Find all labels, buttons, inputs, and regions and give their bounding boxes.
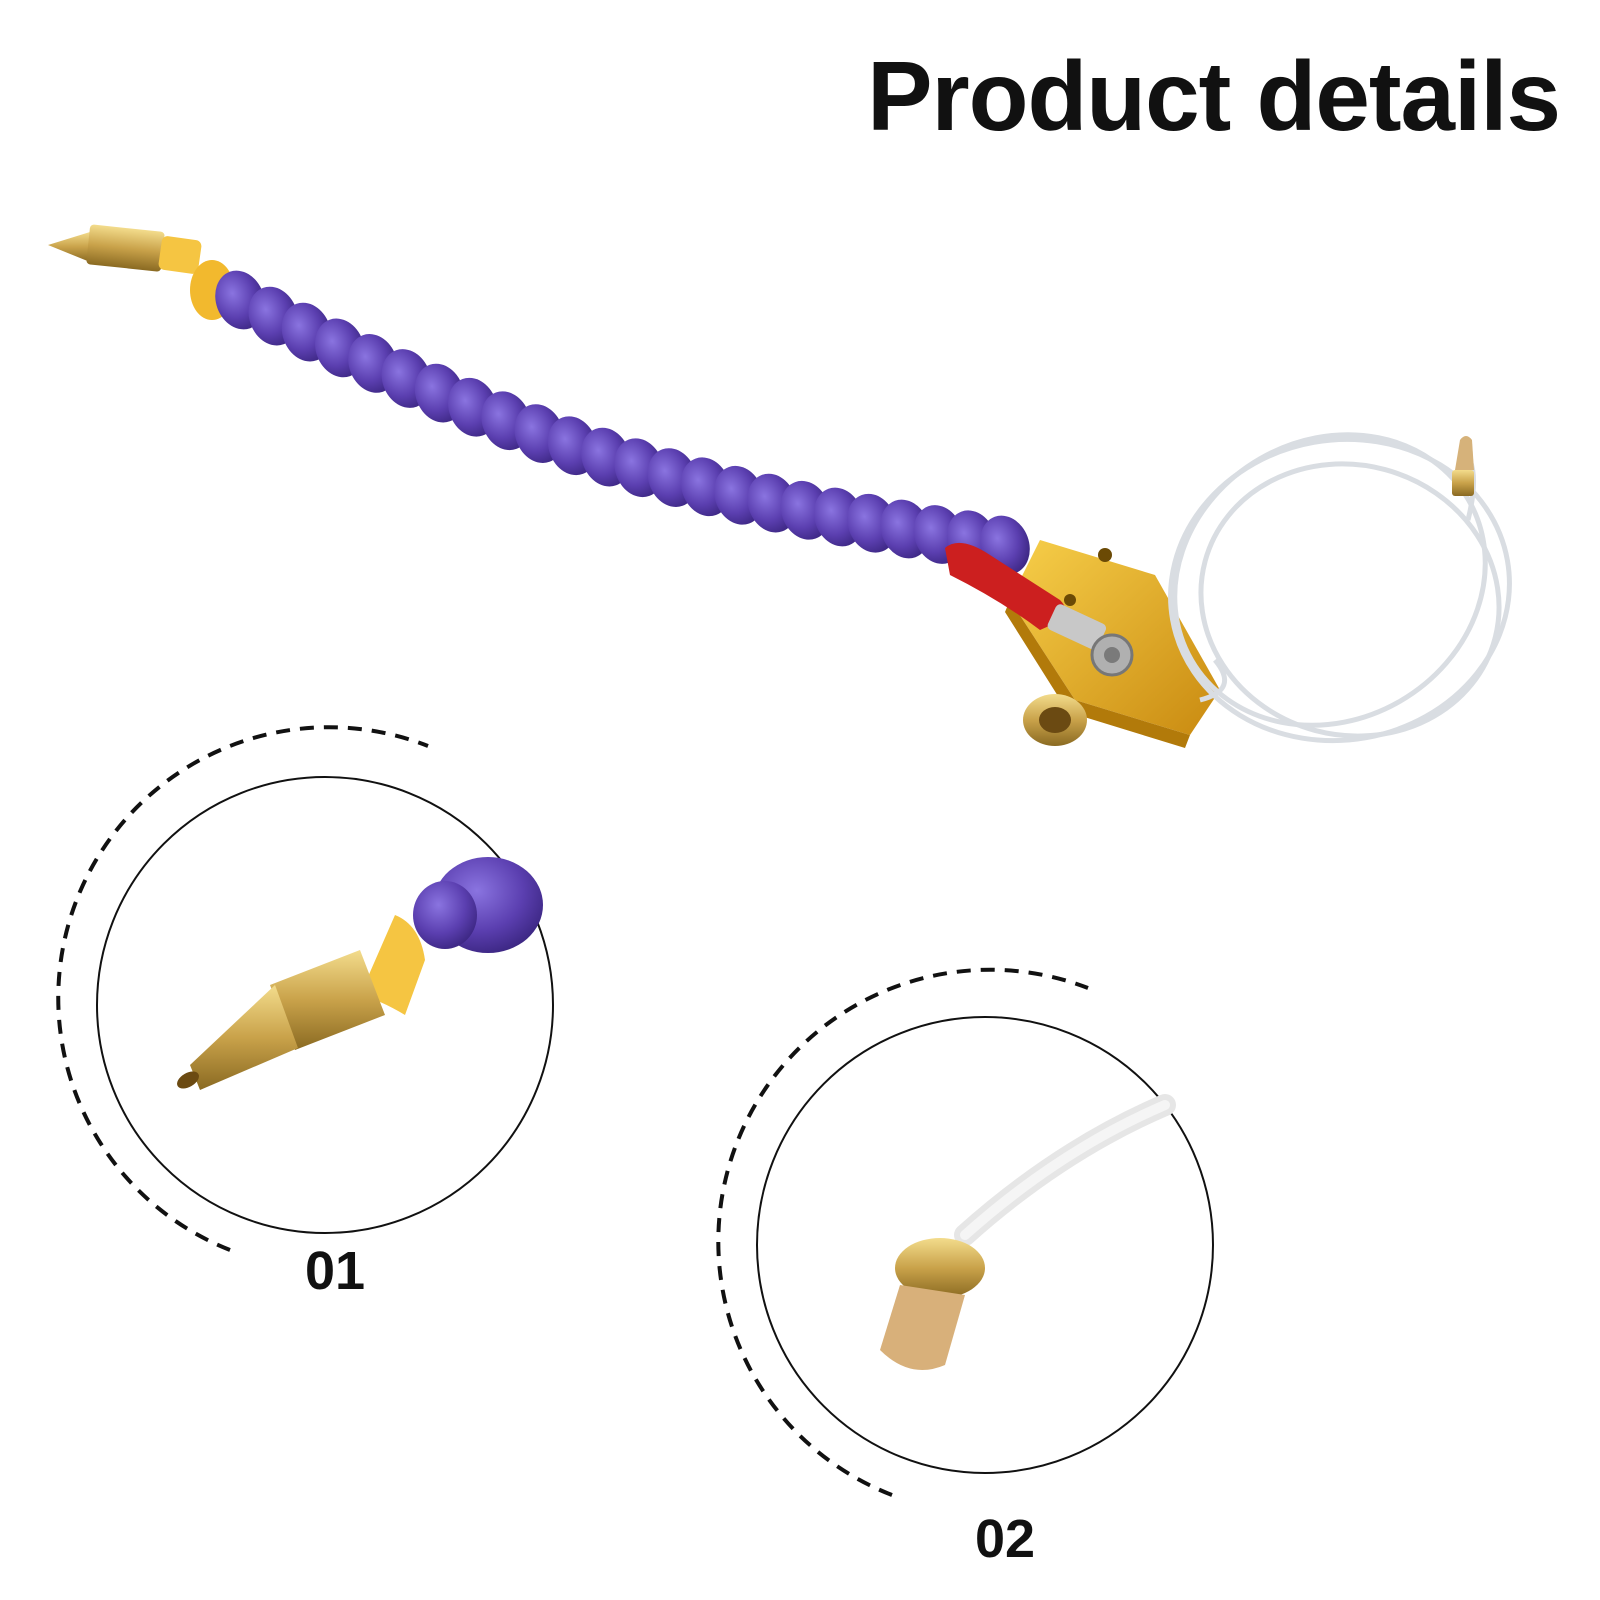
callout-02 bbox=[716, 967, 1214, 1497]
callout-label-01: 01 bbox=[305, 1241, 366, 1301]
callout-02-filter-detail bbox=[880, 1094, 1176, 1370]
flexible-coolant-hose bbox=[215, 270, 1030, 575]
page-title: Product details bbox=[867, 41, 1561, 151]
callout-label-02: 02 bbox=[975, 1509, 1036, 1569]
callout-01-nozzle-detail bbox=[177, 857, 543, 1090]
callout-01 bbox=[56, 725, 554, 1252]
brass-inlet-fitting bbox=[1023, 694, 1087, 746]
clear-air-tube bbox=[1168, 432, 1512, 744]
red-valve-handle bbox=[945, 542, 1134, 677]
nozzle-tip bbox=[48, 224, 165, 272]
air-muffler-filter bbox=[1452, 436, 1474, 496]
